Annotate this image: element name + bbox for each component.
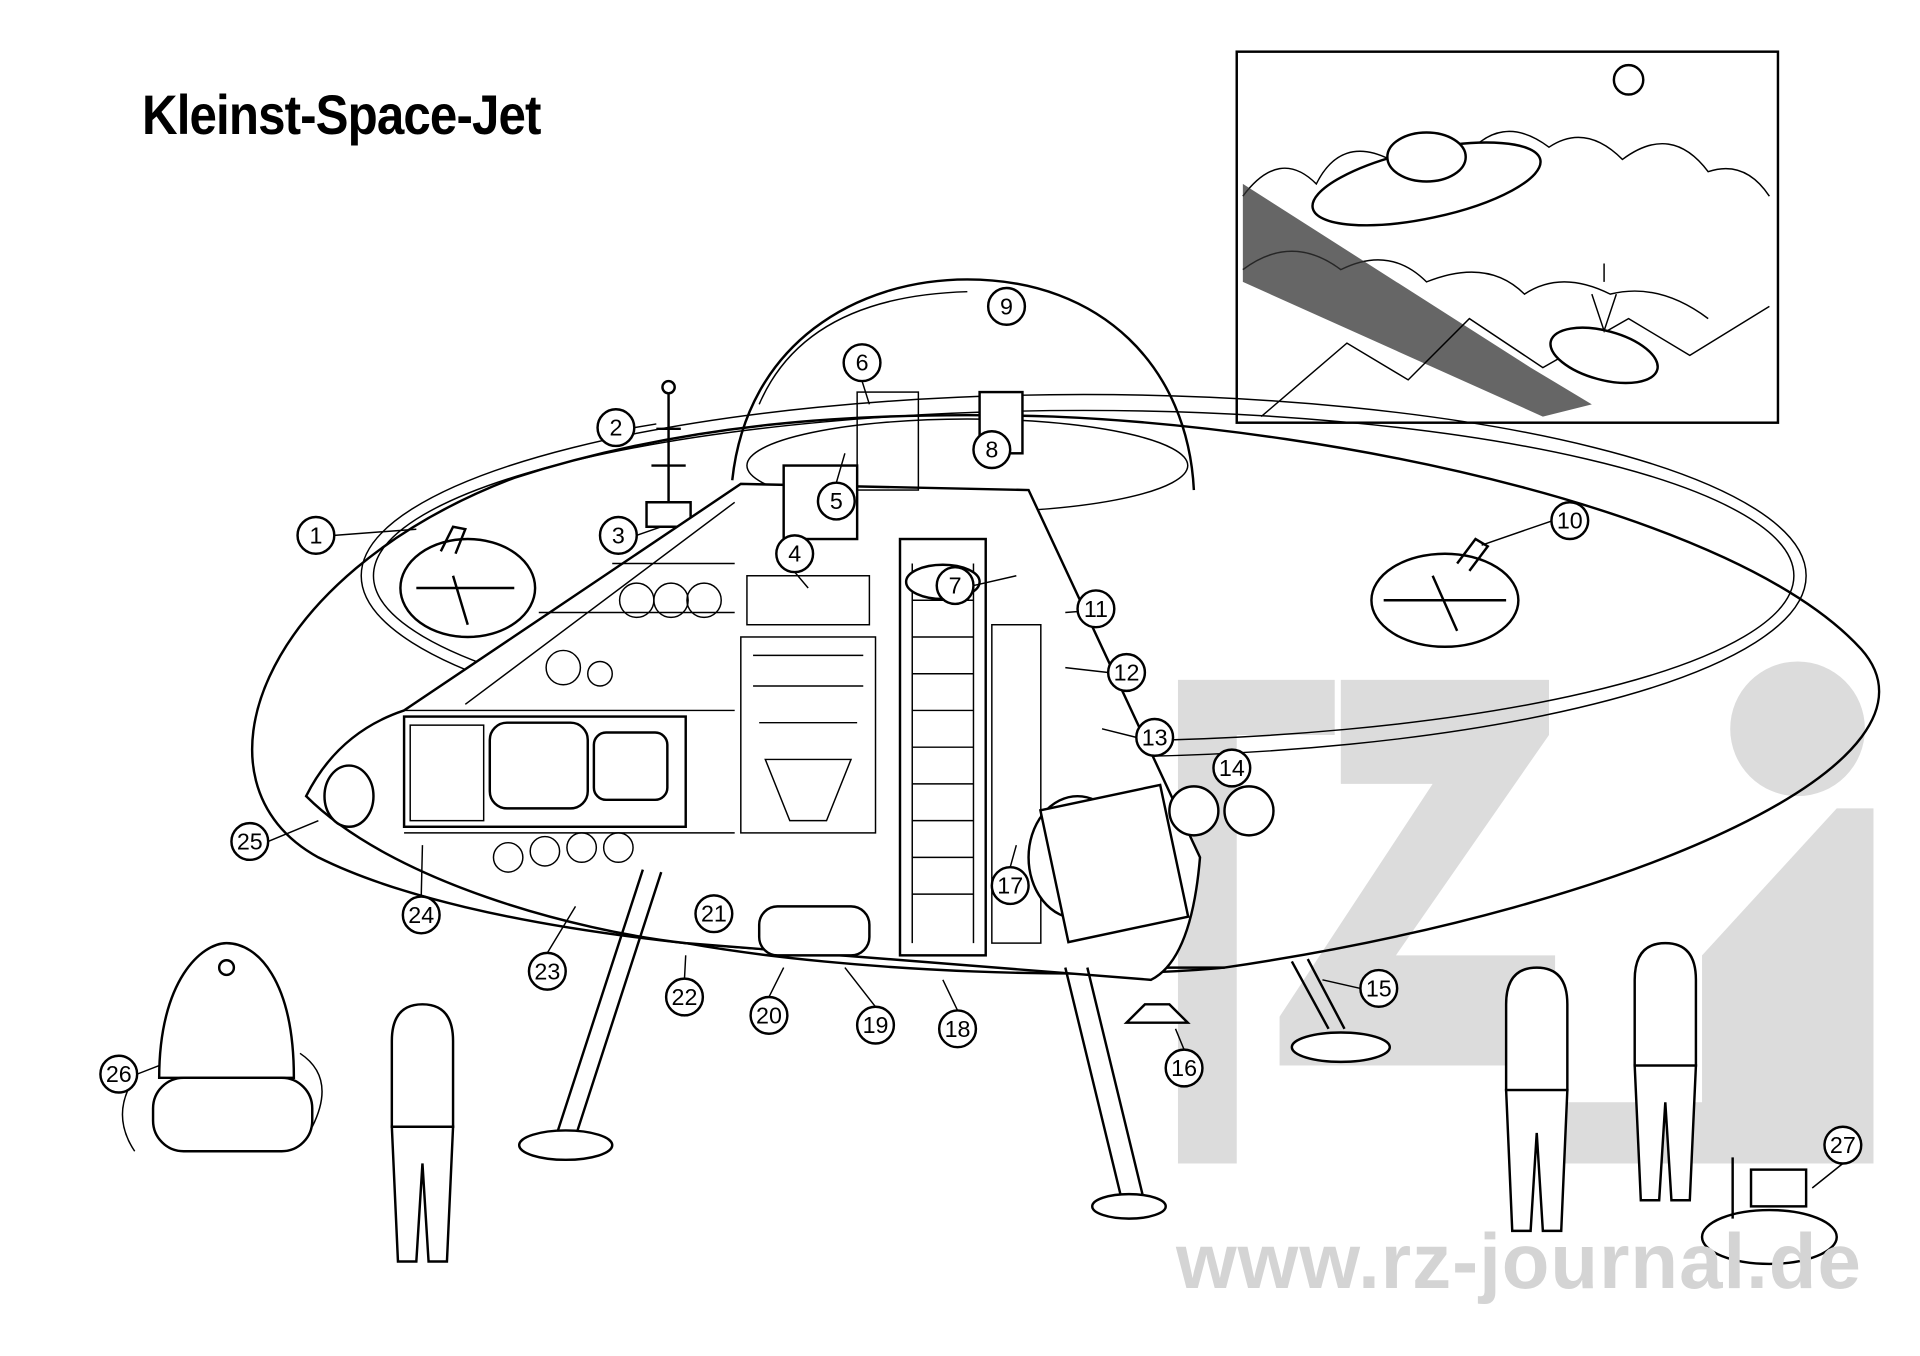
callout-4: 4 <box>775 534 815 574</box>
callout-markers: 1234567891011121314151617181920212223242… <box>99 286 1863 1165</box>
callout-number: 8 <box>985 437 998 463</box>
callout-13: 13 <box>1135 717 1175 757</box>
callout-circle <box>775 534 815 574</box>
callout-circle <box>842 343 882 383</box>
callout-number: 1 <box>309 522 322 548</box>
callout-circle <box>598 515 638 555</box>
callout-number: 5 <box>830 488 843 514</box>
callout-circle <box>749 995 789 1035</box>
callout-23: 23 <box>527 951 567 991</box>
callout-26: 26 <box>99 1054 139 1094</box>
callout-3: 3 <box>598 515 638 555</box>
callout-number: 2 <box>609 415 622 441</box>
callout-number: 12 <box>1114 659 1140 685</box>
callout-16: 16 <box>1164 1048 1204 1088</box>
callout-number: 9 <box>1000 293 1013 319</box>
callout-circle <box>986 286 1027 326</box>
cutaway-section <box>304 390 1275 982</box>
watermark-url: www.rz-journal.de <box>1176 1217 1862 1305</box>
callout-21: 21 <box>694 894 734 934</box>
callout-7: 7 <box>935 565 975 606</box>
callout-2: 2 <box>596 408 636 448</box>
callout-circle <box>527 951 567 991</box>
callout-circle <box>596 408 636 448</box>
callout-circle <box>1550 501 1590 541</box>
callout-number: 15 <box>1366 975 1392 1001</box>
figures <box>121 941 1838 1266</box>
callout-number: 23 <box>534 958 560 984</box>
callout-number: 16 <box>1171 1055 1197 1081</box>
callout-number: 27 <box>1830 1132 1856 1158</box>
watermark-logo <box>1177 661 1874 1164</box>
callout-circle <box>1359 968 1399 1009</box>
callout-number: 14 <box>1219 755 1245 781</box>
callout-25: 25 <box>230 821 270 862</box>
callout-circle <box>937 1009 978 1049</box>
callout-18: 18 <box>937 1009 978 1049</box>
callout-circle <box>230 821 270 862</box>
callout-11: 11 <box>1076 589 1116 629</box>
callout-5: 5 <box>816 481 856 521</box>
callout-14: 14 <box>1212 748 1252 788</box>
callout-circle <box>972 430 1012 470</box>
callout-number: 25 <box>237 828 263 854</box>
callout-10: 10 <box>1550 501 1590 541</box>
page-title: Kleinst-Space-Jet <box>142 83 541 146</box>
callout-19: 19 <box>855 1005 896 1045</box>
callout-number: 24 <box>408 902 434 928</box>
callout-circle <box>99 1054 139 1094</box>
saucer-hull <box>251 278 1881 975</box>
callout-number: 13 <box>1142 724 1168 750</box>
callout-number: 11 <box>1084 596 1108 622</box>
callout-number: 18 <box>945 1016 971 1042</box>
callout-8: 8 <box>972 430 1012 470</box>
callout-22: 22 <box>664 977 705 1017</box>
callout-12: 12 <box>1106 652 1147 693</box>
callout-circle <box>694 894 734 934</box>
callout-number: 19 <box>863 1012 889 1038</box>
callout-number: 6 <box>856 350 869 376</box>
callout-1: 1 <box>296 515 336 555</box>
callout-number: 26 <box>106 1061 132 1087</box>
callout-number: 20 <box>756 1002 782 1028</box>
callout-number: 4 <box>788 541 801 567</box>
landing-legs <box>517 869 1392 1220</box>
callout-circle <box>401 895 441 935</box>
callout-circle <box>1106 652 1147 693</box>
callout-circle <box>855 1005 896 1045</box>
callout-6: 6 <box>842 343 882 383</box>
callout-number: 10 <box>1557 508 1583 534</box>
callout-17: 17 <box>990 865 1030 906</box>
callout-number: 22 <box>672 984 698 1010</box>
callout-circle <box>935 565 975 606</box>
callout-number: 21 <box>701 901 727 927</box>
callout-27: 27 <box>1823 1125 1863 1165</box>
callout-24: 24 <box>401 895 441 935</box>
callout-circle <box>1076 589 1116 629</box>
callout-circle <box>296 515 336 555</box>
callout-number: 7 <box>949 573 962 599</box>
callout-circle <box>664 977 705 1017</box>
callout-number: 3 <box>612 522 625 548</box>
callout-9: 9 <box>986 286 1027 326</box>
callout-number: 17 <box>997 873 1023 899</box>
callout-15: 15 <box>1359 968 1399 1009</box>
callout-circle <box>816 481 856 521</box>
callout-circle <box>1135 717 1175 757</box>
callout-20: 20 <box>749 995 789 1035</box>
callout-circle <box>1164 1048 1204 1088</box>
callout-circle <box>1823 1125 1863 1165</box>
callout-circle <box>990 865 1030 906</box>
inset-illustration <box>1235 50 1780 424</box>
callout-circle <box>1212 748 1252 788</box>
